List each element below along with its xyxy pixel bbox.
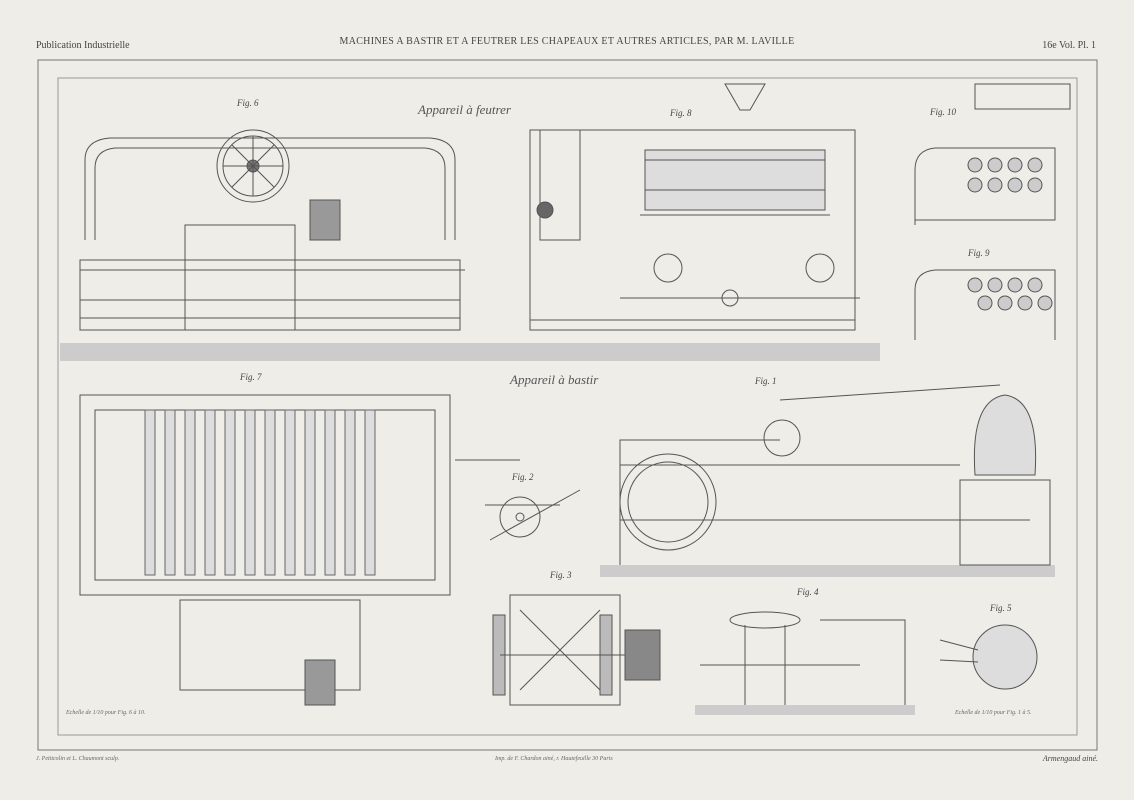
fig-label: Fig. 7 (240, 372, 262, 382)
fig-label: Fig. 10 (930, 107, 956, 117)
fig5-drawing (939, 624, 1038, 690)
fig-label: Fig. 9 (968, 248, 990, 258)
fig-label: Fig. 3 (550, 570, 572, 580)
author-credit: Armengaud ainé. (1042, 754, 1098, 763)
plate-title: MACHINES A BASTIR ET A FEUTRER LES CHAPE… (339, 36, 795, 47)
fig-label: Fig. 5 (990, 603, 1012, 613)
section-felting: Appareil à feutrer (418, 102, 511, 117)
engraver-credit: J. Petitcolin et L. Chaumont sculp. (36, 756, 120, 762)
scale-note-right: Echelle de 1/10 pour Fig. 1 à 5. (955, 710, 1032, 716)
fig-label: Fig. 1 (755, 376, 777, 386)
volume-label: 16e Vol. Pl. 1 (1042, 40, 1096, 51)
publication-label: Publication Industrielle (36, 40, 130, 51)
fig-label: Fig. 6 (237, 98, 259, 108)
fig2-drawing (485, 489, 581, 541)
fig7-drawing (79, 394, 520, 706)
fig-label: Fig. 2 (512, 472, 534, 482)
fig3-drawing (492, 594, 661, 706)
fig6-drawing (60, 129, 880, 361)
section-basting: Appareil à bastir (510, 372, 599, 387)
fig-label: Fig. 4 (797, 587, 819, 597)
printer-credit: Imp. de F. Chardon ainé, r. Hautefeuille… (495, 756, 613, 762)
fig-label: Fig. 8 (670, 108, 692, 118)
fig4-drawing (695, 611, 915, 715)
fig10-fig9-drawing (914, 83, 1071, 340)
fig1-drawing (600, 384, 1055, 577)
fig8-drawing (529, 83, 860, 331)
scale-note-left: Echelle de 1/10 pour Fig. 6 à 10. (66, 710, 146, 716)
